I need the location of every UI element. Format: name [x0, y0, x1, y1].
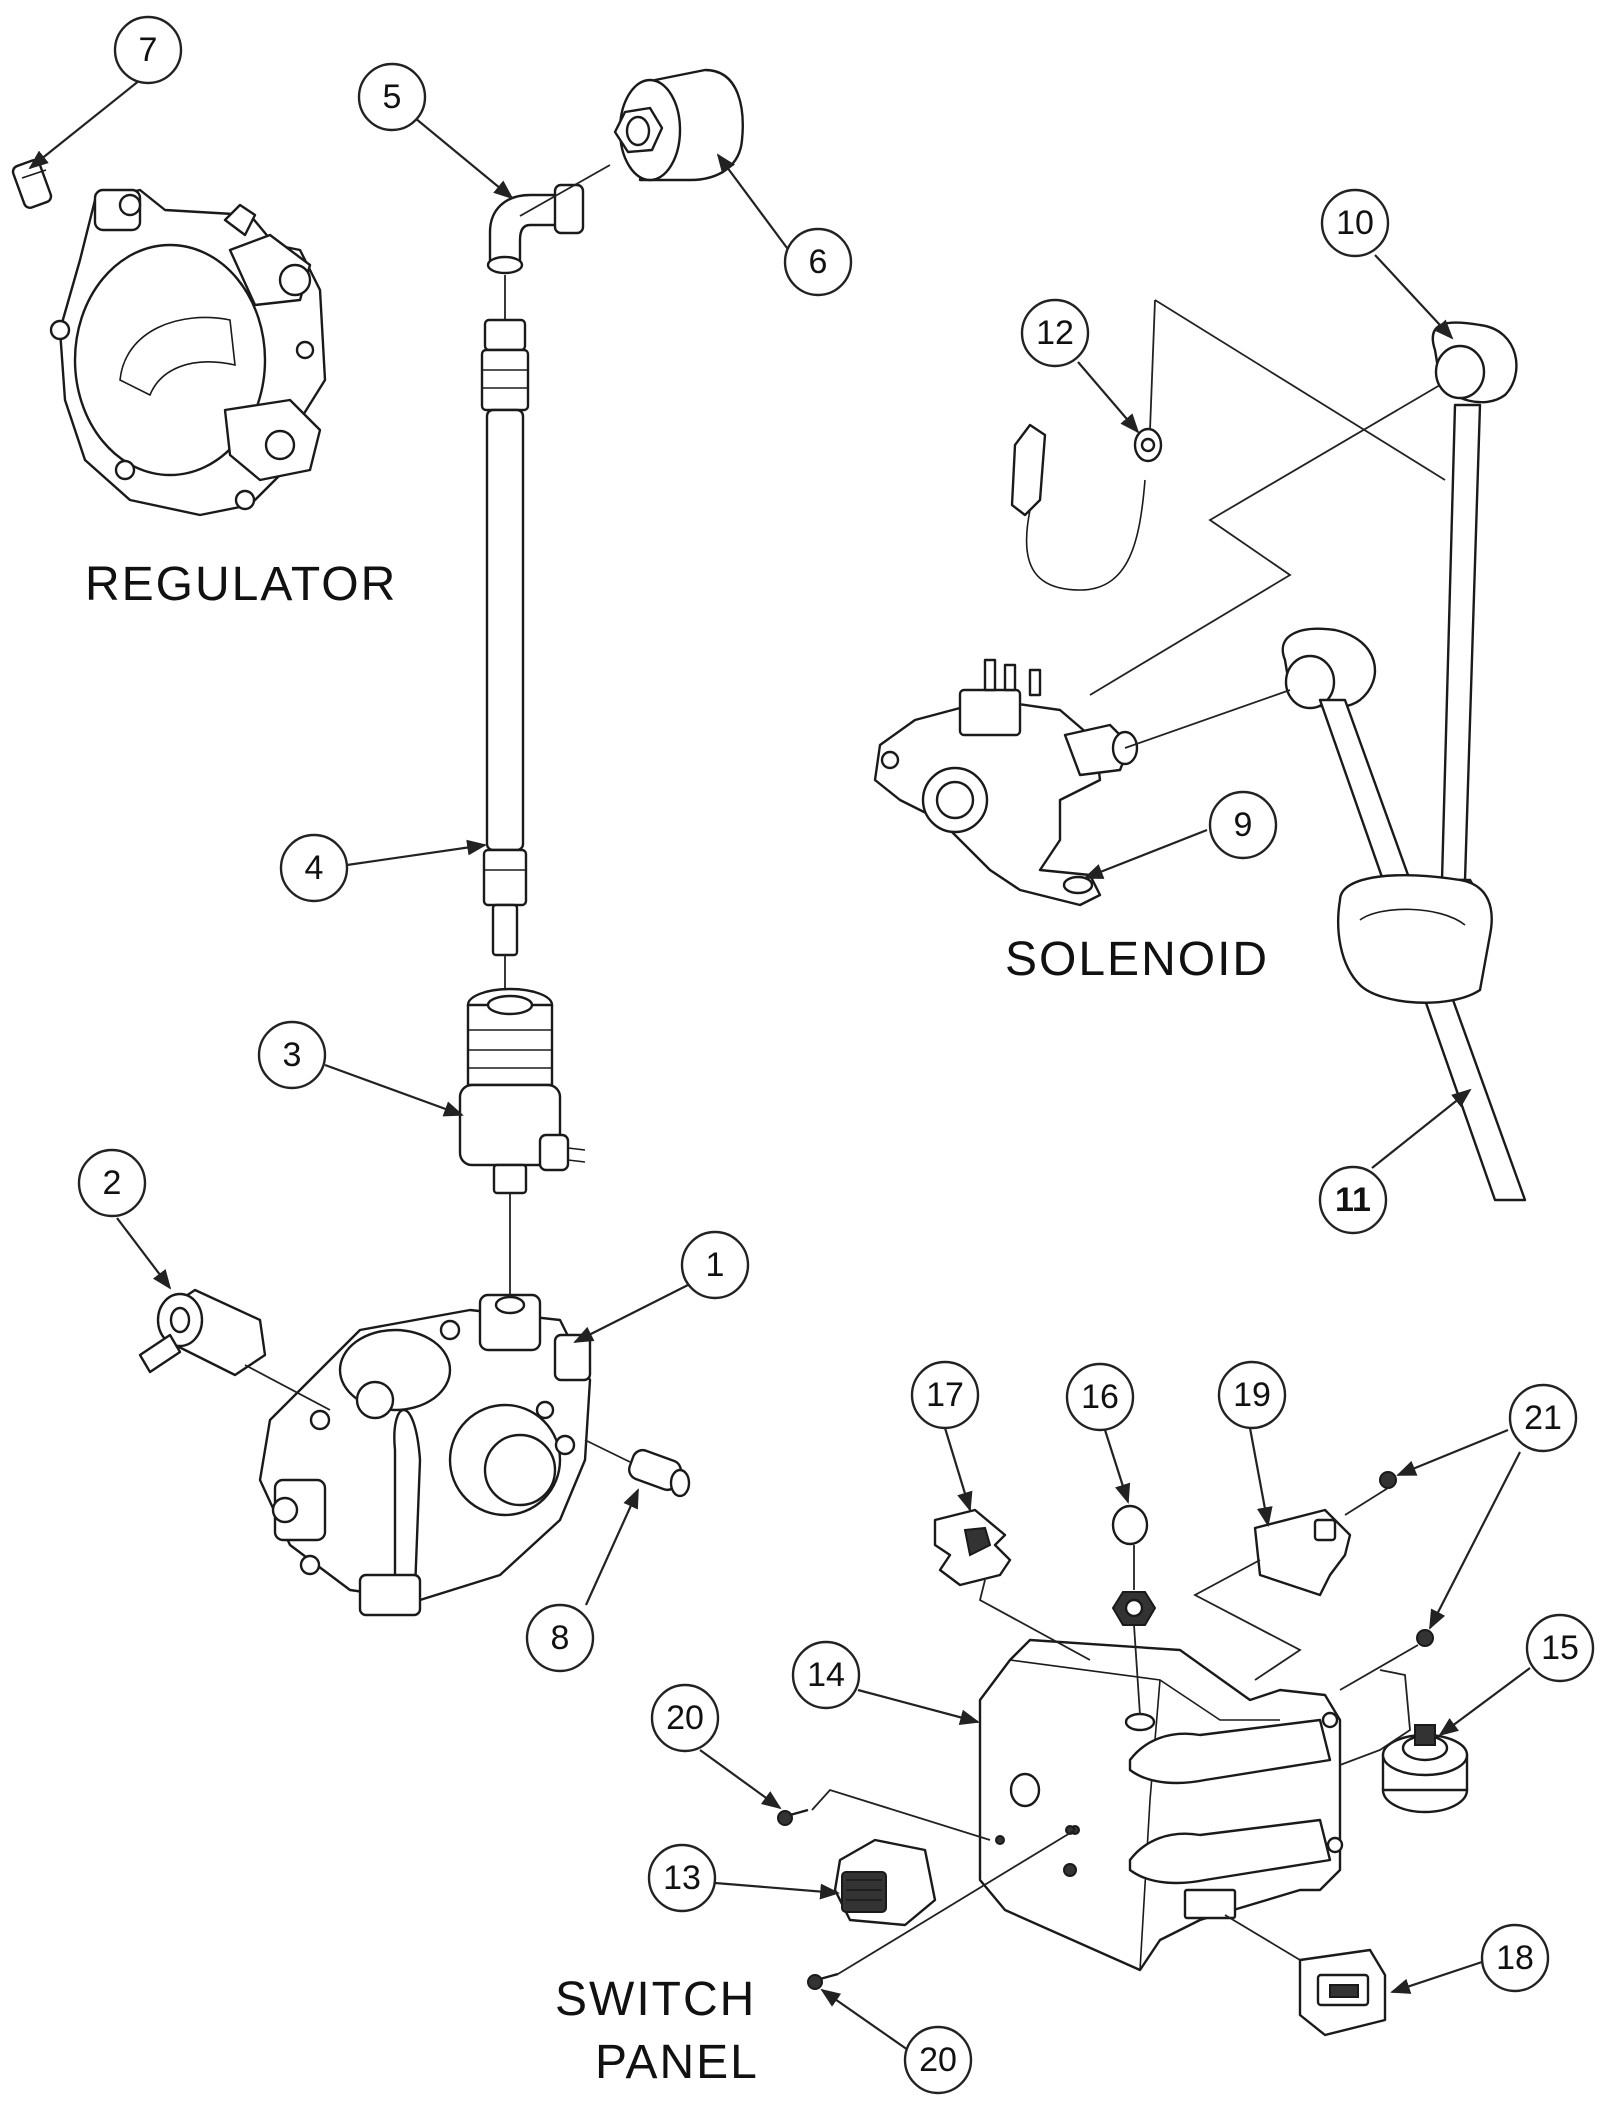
- hose-4-part: [480, 275, 530, 990]
- callout-2: 2: [77, 1148, 147, 1218]
- callout-13: 13: [647, 1843, 717, 1913]
- svg-text:20: 20: [919, 2041, 957, 2079]
- solenoid-wiring: [1089, 299, 1446, 749]
- callout-11: 11: [1318, 1165, 1388, 1235]
- svg-text:12: 12: [1036, 314, 1074, 352]
- svg-text:20: 20: [666, 1699, 704, 1737]
- callout-8: 8: [525, 1603, 595, 1673]
- callout-20-upper: 20: [650, 1683, 720, 1753]
- callout-19: 19: [1217, 1360, 1287, 1430]
- svg-text:1: 1: [706, 1246, 725, 1284]
- valve-1-part: [258, 1293, 592, 1617]
- callout-20-lower: 20: [903, 2025, 973, 2095]
- regulator-part: [11, 159, 327, 517]
- svg-text:15: 15: [1541, 1629, 1579, 1667]
- clip-17-part: [933, 1508, 1091, 1661]
- cable-11-part: [1281, 627, 1527, 1202]
- switch-13-part: [833, 1838, 937, 1927]
- solenoid-label: SOLENOID: [1005, 933, 1269, 986]
- switch-panel-label-line1: SWITCH: [555, 1973, 756, 2026]
- svg-text:2: 2: [103, 1164, 122, 1202]
- bracket-19-part: [1193, 1508, 1352, 1681]
- callout-15: 15: [1525, 1613, 1595, 1683]
- callout-17: 17: [910, 1360, 980, 1430]
- callout-5: 5: [357, 62, 427, 132]
- wire-12-part: [1010, 423, 1163, 591]
- svg-text:19: 19: [1233, 1376, 1271, 1414]
- knob-15-part: [1339, 1669, 1469, 1814]
- svg-text:3: 3: [283, 1036, 302, 1074]
- callout-6: 6: [783, 227, 853, 297]
- svg-text:14: 14: [807, 1656, 845, 1694]
- svg-text:6: 6: [809, 243, 828, 281]
- switch-panel-label-line2: PANEL: [595, 2036, 759, 2089]
- callout-4: 4: [279, 833, 349, 903]
- svg-text:16: 16: [1081, 1378, 1119, 1416]
- fitting-8-part: [584, 1439, 691, 1498]
- fitting-2-part: [138, 1288, 331, 1411]
- bezel-18-part: [1224, 1914, 1387, 2037]
- solenoid-part: [873, 658, 1139, 907]
- regulator-label: REGULATOR: [85, 558, 397, 611]
- switch-panel-part: [978, 1638, 1344, 1972]
- callout-18: 18: [1480, 1923, 1550, 1993]
- callout-3: 3: [257, 1020, 327, 1090]
- cap-6-part: [613, 68, 744, 182]
- washer-16-part: [1111, 1504, 1157, 1716]
- screw-20-lower-part: [807, 1829, 1076, 1990]
- svg-text:11: 11: [1335, 1181, 1371, 1219]
- svg-text:21: 21: [1524, 1399, 1562, 1437]
- callout-9: 9: [1208, 790, 1278, 860]
- cable-10-part: [1418, 321, 1518, 907]
- hose-assembly: [458, 68, 744, 1300]
- svg-text:8: 8: [551, 1619, 570, 1657]
- callout-16: 16: [1065, 1362, 1135, 1432]
- svg-text:7: 7: [139, 31, 158, 69]
- callout-14: 14: [791, 1640, 861, 1710]
- svg-text:17: 17: [926, 1376, 964, 1414]
- callout-10: 10: [1320, 188, 1390, 258]
- svg-text:10: 10: [1336, 204, 1374, 242]
- valve-3-part: [458, 987, 586, 1300]
- callout-7: 7: [113, 15, 183, 85]
- nut-21-part: [1339, 1471, 1434, 1691]
- callout-21: 21: [1508, 1383, 1578, 1453]
- callout-1: 1: [680, 1230, 750, 1300]
- svg-text:5: 5: [383, 78, 402, 116]
- svg-text:13: 13: [663, 1859, 701, 1897]
- svg-text:4: 4: [305, 849, 324, 887]
- callout-12: 12: [1020, 298, 1090, 368]
- screw-20-upper-part: [777, 1788, 991, 1841]
- fitting-7-part: [11, 159, 53, 209]
- svg-text:18: 18: [1496, 1939, 1534, 1977]
- svg-text:9: 9: [1234, 806, 1253, 844]
